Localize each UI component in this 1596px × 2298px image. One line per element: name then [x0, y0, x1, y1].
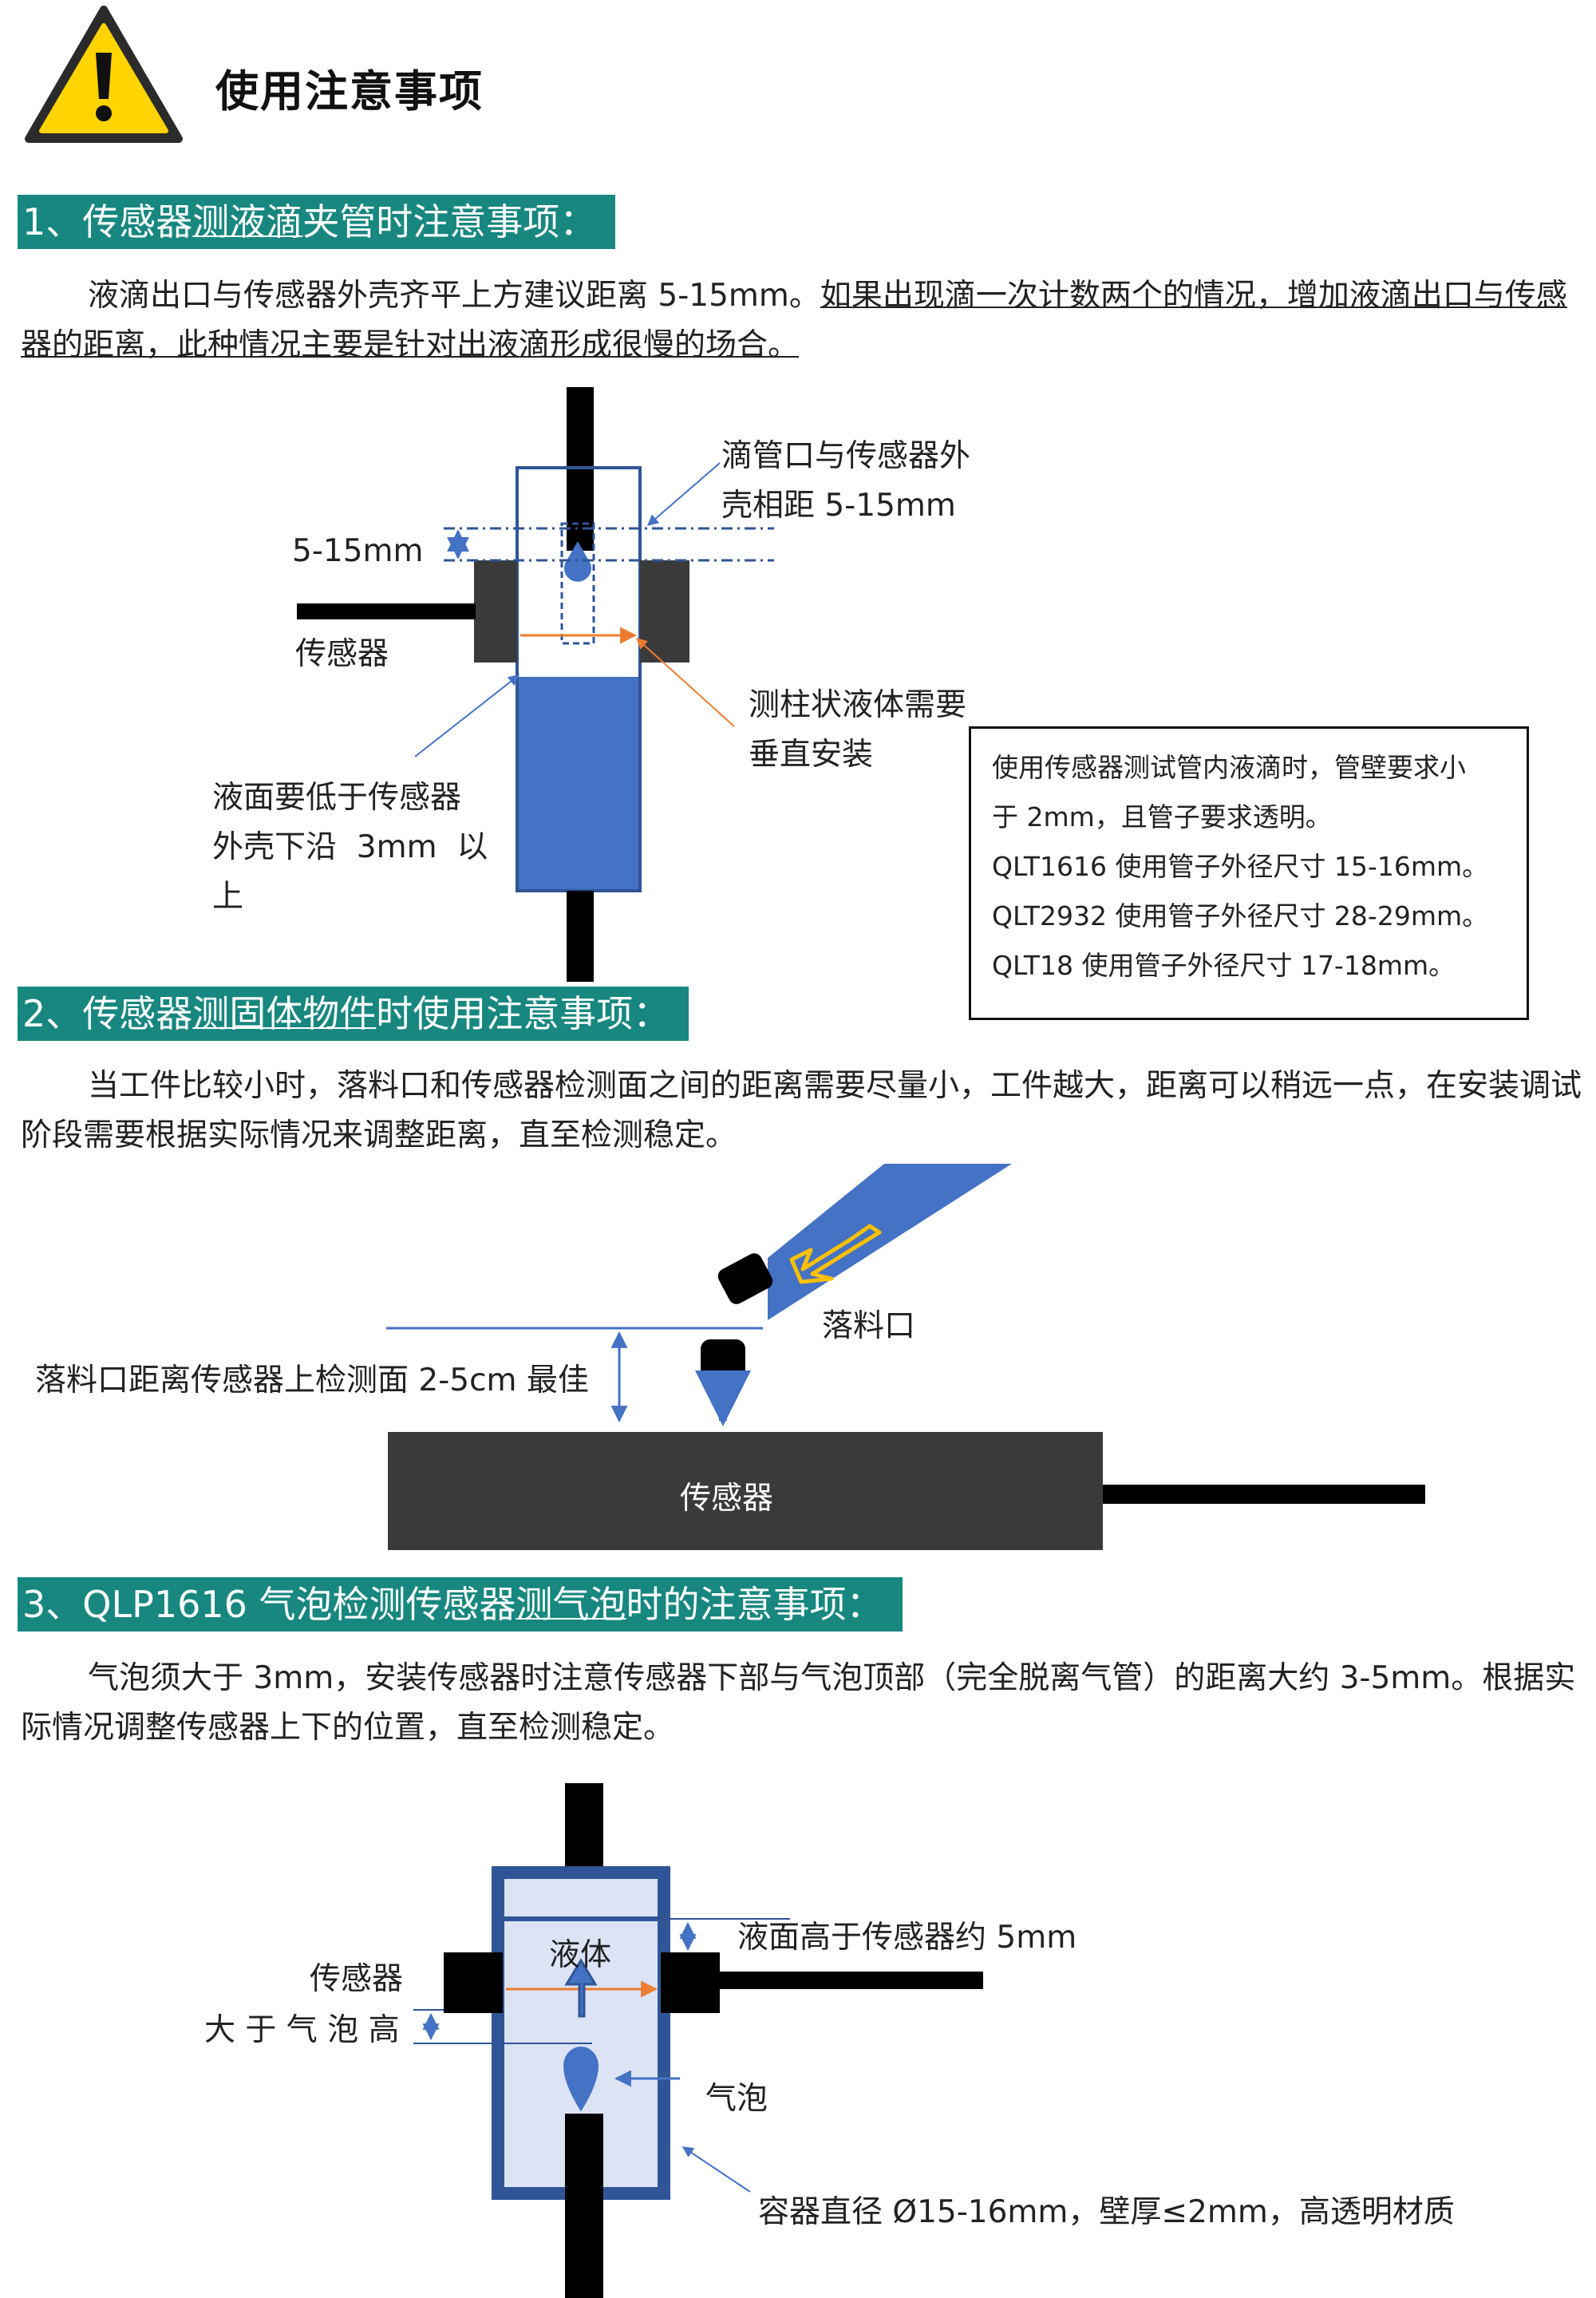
note-line: 使用传感器测试管内液滴时，管壁要求小 [992, 752, 1466, 783]
sensor-cable [1103, 1485, 1425, 1504]
warning-icon [25, 6, 183, 143]
sensor-bar [388, 1432, 1103, 1550]
section1-para-underlined: 如果出现滴一次计数两个的情况，增加液滴出口与传感器的距离，此种情况主要是针对出液… [21, 278, 1567, 363]
section3-paragraph: 气泡须大于 3mm，安装传感器时注意传感器下部与气泡顶部（完全脱离气管）的距离大… [21, 1660, 1576, 1746]
tube-requirements-note: 使用传感器测试管内液滴时，管壁要求小 于 2mm，且管子要求透明。 QLT161… [969, 726, 1529, 1020]
sensor-block-right [661, 1952, 720, 2013]
nozzle-label-1: 滴管口与传感器外 [721, 438, 971, 474]
section3-heading-underlined: 测气泡 [516, 1583, 626, 1626]
distance-label: 落料口距离传感器上检测面 2-5cm 最佳 [35, 1363, 589, 1398]
note-line: QLT2932 使用管子外径尺寸 28-29mm。 [992, 900, 1489, 931]
gap-label: 5-15mm [292, 533, 424, 569]
section1-heading-prefix: 1、传感器 [22, 200, 193, 243]
level-label-1: 液面要低于传感器 [212, 780, 462, 816]
section1-heading-underlined: 测液滴 [192, 200, 303, 243]
sensor-bar-label: 传感器 [680, 1481, 774, 1517]
container-label: 容器直径 Ø15-16mm，壁厚≤2mm，高透明材质 [758, 2194, 1455, 2230]
tube-bottom [567, 891, 594, 982]
sensor-label: 传感器 [295, 636, 389, 672]
nozzle-outline [560, 522, 595, 645]
section2-heading-prefix: 2、传感器 [22, 992, 193, 1035]
falling-object [701, 1339, 745, 1382]
section3-heading-prefix: 3、QLP1616 气泡检测传感器 [22, 1583, 516, 1626]
section2-heading: 2、传感器测固体物件时使用注意事项： [18, 987, 689, 1041]
level-label: 液面高于传感器约 5mm [737, 1920, 1077, 1956]
sensor-cable [297, 603, 476, 619]
sensor-label: 传感器 [310, 1961, 404, 1997]
feed-chute [768, 1164, 1012, 1320]
solid-object-diagram [386, 1164, 1425, 1550]
section1-heading-suffix: 夹管时注意事项： [302, 200, 597, 243]
sensor-cable [718, 1972, 983, 1989]
sensor-block-left [444, 1952, 503, 2013]
outlet-label: 落料口 [822, 1308, 916, 1344]
note-line: QLT18 使用管子外径尺寸 17-18mm。 [992, 950, 1456, 981]
tube-top [565, 1783, 603, 1874]
nozzle-label-2: 壳相距 5-15mm [721, 488, 956, 524]
bubble-label: 气泡 [705, 2081, 768, 2117]
section2-paragraph: 当工件比较小时，落料口和传感器检测面之间的距离需要尽量小，工件越大，距离可以稍远… [21, 1068, 1582, 1153]
note-line: QLT1616 使用管子外径尺寸 15-16mm。 [992, 851, 1489, 882]
page-title: 使用注意事项 [215, 66, 484, 117]
bubble-gap-label: 大 于 气 泡 高 [204, 2012, 400, 2048]
section2-heading-underlined: 测固体物件 [192, 992, 377, 1035]
sensor-block-right [640, 560, 689, 663]
object-in-chute [717, 1253, 773, 1304]
liquid-column [519, 677, 638, 889]
chute-arrow-icon [789, 1224, 882, 1284]
note-line: 于 2mm，且管子要求透明。 [992, 801, 1332, 833]
section2-heading-suffix: 时使用注意事项： [376, 992, 670, 1035]
column-label-1: 测柱状液体需要 [749, 687, 967, 723]
section1-heading: 1、传感器测液滴夹管时注意事项： [18, 195, 616, 249]
flow-up-arrow-icon [564, 1958, 598, 2018]
sensor-block-left [474, 560, 517, 663]
section3-heading: 3、QLP1616 气泡检测传感器测气泡时的注意事项： [18, 1577, 903, 1632]
section1-para-plain: 液滴出口与传感器外壳齐平上方建议距离 5-15mm。 [88, 278, 820, 314]
liquid-label: 液体 [549, 1937, 612, 1973]
bubble-diagram [413, 1783, 983, 2298]
column-label-2: 垂直安装 [749, 737, 874, 773]
level-label-2: 外壳下沿 3mm 以 [212, 829, 488, 865]
section3-heading-suffix: 时的注意事项： [626, 1583, 883, 1626]
drip-diagram [297, 387, 774, 982]
bubble [563, 2047, 598, 2112]
level-label-3: 上 [212, 879, 244, 915]
section1-paragraph: 液滴出口与传感器外壳齐平上方建议距离 5-15mm。如果出现滴一次计数两个的情况… [21, 271, 1585, 370]
tube-bottom [565, 2114, 603, 2298]
